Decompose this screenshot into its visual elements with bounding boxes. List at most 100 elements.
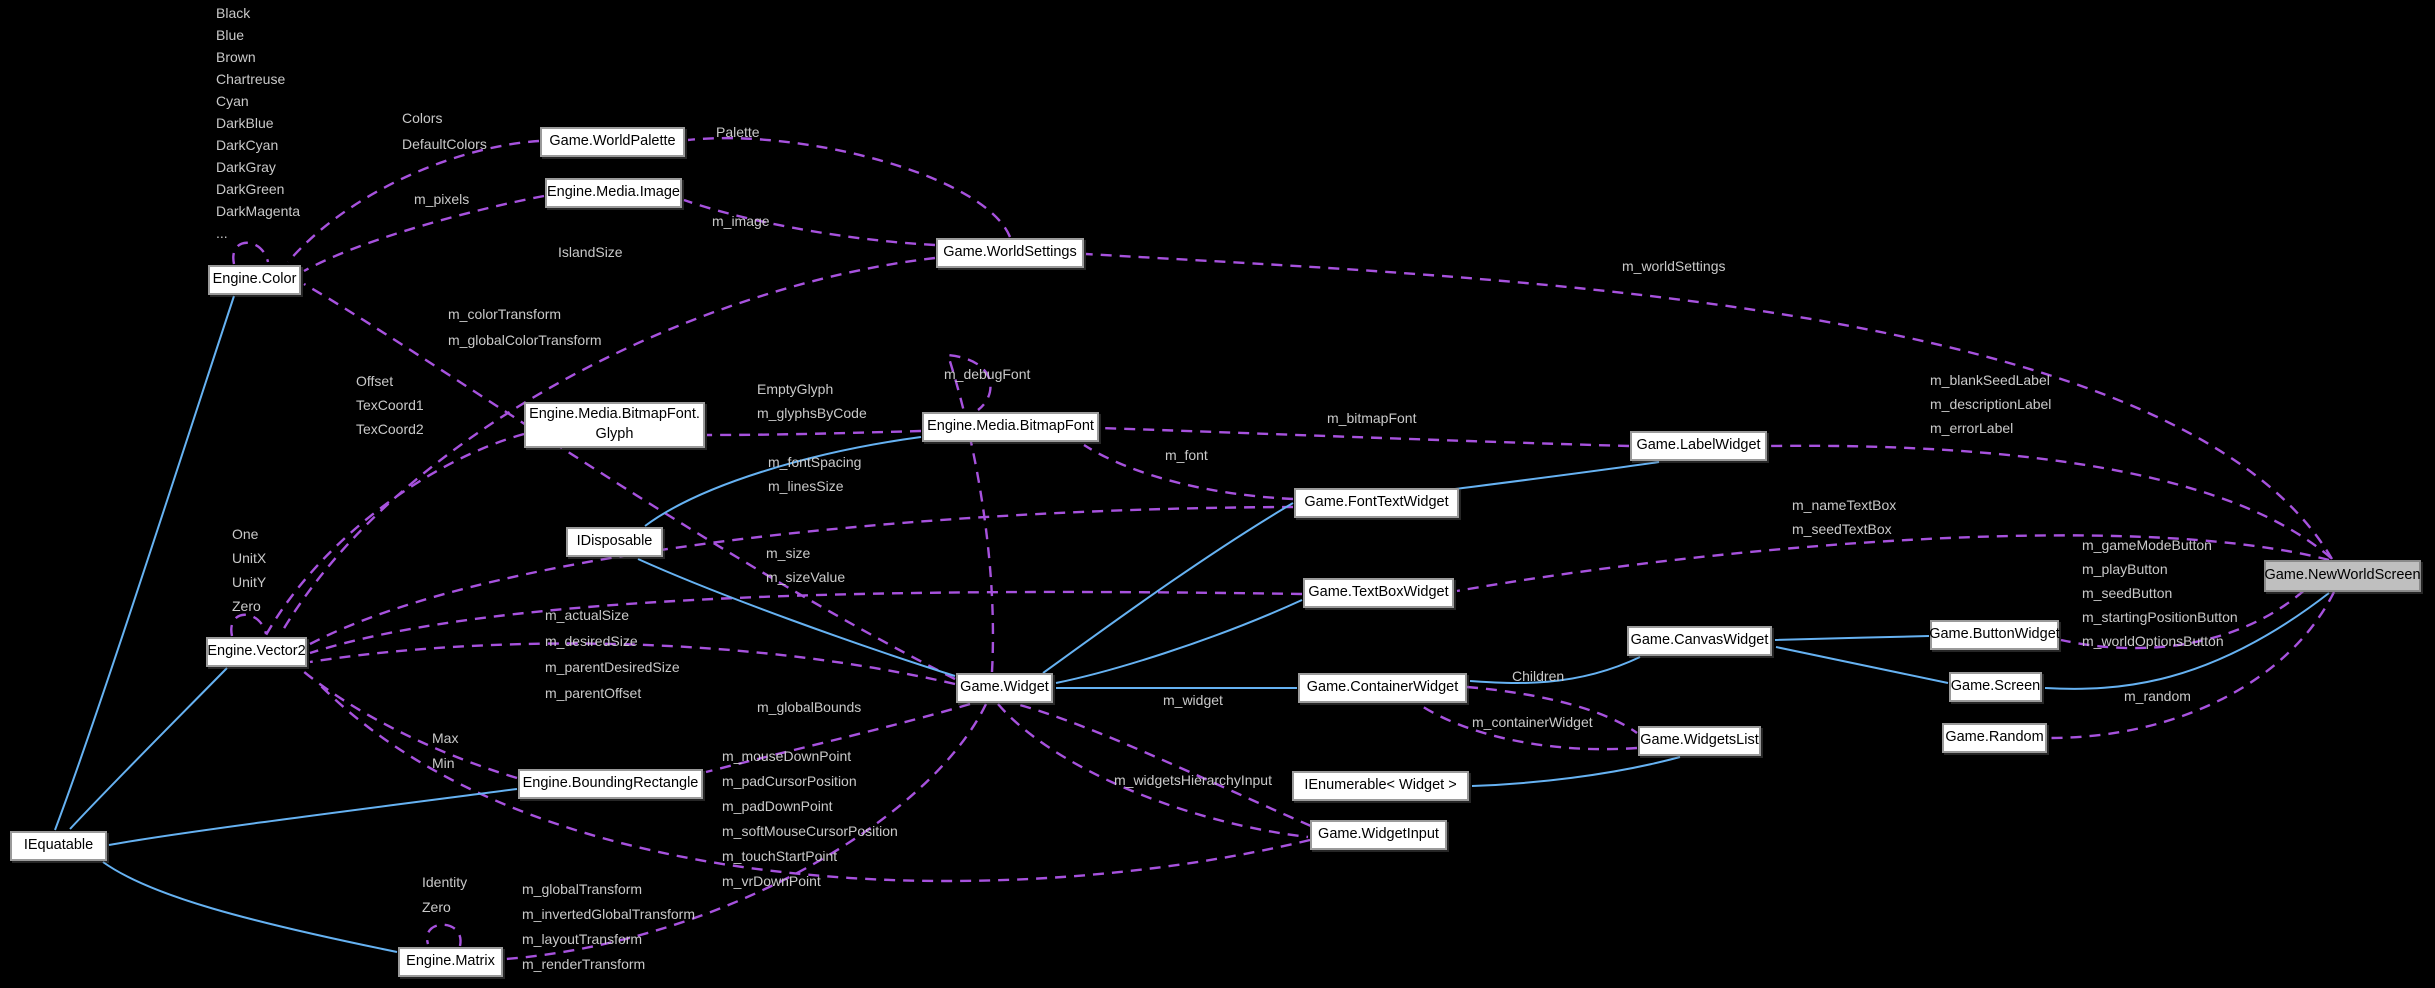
edge-label-line: m_parentDesiredSize [545,659,680,675]
edge-bounding-rectangle-to-iequatable [108,788,518,846]
edge-label-line: EmptyGlyph [757,381,834,397]
class-node-label: Game.Random [1945,729,2044,746]
edge-label-line: m_linesSize [768,478,844,494]
class-node-world-settings[interactable]: Game.WorldSettings [936,238,1084,268]
class-node-bitmap-font[interactable]: Engine.Media.BitmapFont [922,412,1099,442]
edge-label-widget-to-font-text-widget [1454,461,1660,490]
edge-new-world-screen-to-world-settings [1085,252,2334,560]
edge-widget-input-to-vector2 [316,681,1311,883]
edge-label-line: m_errorLabel [1930,420,2014,436]
class-node-font-text-widget[interactable]: Game.FontTextWidget [1294,488,1459,518]
edge-world-palette-to-engine-color [287,139,540,263]
edge-bitmap-font-to-bitmap-font-glyph [706,429,922,437]
class-node-label: Game.CanvasWidget [1630,632,1769,649]
edge-label-line: m_seedButton [2082,585,2173,601]
edge-label-line: ... [216,225,228,241]
edge-label-line: m_image [712,213,770,229]
class-node-label: Engine.Color [212,271,297,288]
class-node-media-image[interactable]: Engine.Media.Image [545,178,682,208]
edge-screen-to-canvas-widget [1775,646,1949,684]
class-node-vector2[interactable]: Engine.Vector2 [206,637,307,667]
class-node-canvas-widget[interactable]: Game.CanvasWidget [1627,626,1772,656]
class-node-widget-input[interactable]: Game.WidgetInput [1310,820,1447,850]
class-node-bounding-rectangle[interactable]: Engine.BoundingRectangle [518,769,703,799]
class-node-label-widget[interactable]: Game.LabelWidget [1630,431,1767,461]
edge-new-world-screen-to-screen [2044,592,2330,690]
edge-label-line: DarkCyan [216,137,279,153]
class-node-matrix[interactable]: Engine.Matrix [398,947,503,977]
edge-label-line: m_padDownPoint [722,798,833,814]
class-node-label: Game.NewWorldScreen [2264,567,2421,584]
edge-widget-to-engine-color [303,282,956,681]
edge-label-line: m_softMouseCursorPosition [722,823,898,839]
class-node-idisposable[interactable]: IDisposable [566,527,663,557]
class-node-iequatable[interactable]: IEquatable [10,831,107,861]
class-node-random[interactable]: Game.Random [1942,723,2047,753]
class-node-text-box-widget[interactable]: Game.TextBoxWidget [1303,578,1454,608]
class-node-widgets-list[interactable]: Game.WidgetsList [1638,726,1761,756]
edge-label-palette: Palette [716,124,760,146]
edge-label-line: TexCoord1 [356,397,424,413]
class-node-label: Engine.BoundingRectangle [522,775,699,792]
edge-new-world-screen-to-label-widget [1768,444,2332,559]
class-node-engine-color[interactable]: Engine.Color [208,265,301,295]
edge-widget-to-widget-input [997,703,1309,839]
edge-widget-input-to-widget [1019,703,1312,828]
edge-widget-to-vector2 [309,642,956,686]
edge-label-line: m_globalTransform [522,881,643,897]
edge-widget-to-idisposable [637,558,956,677]
edge-bitmap-font-to-idisposable [644,436,922,527]
class-node-screen[interactable]: Game.Screen [1949,672,2042,702]
edge-label-line: Cyan [216,93,249,109]
edge-label-line: m_invertedGlobalTransform [522,906,695,922]
edge-label-line: DarkMagenta [216,203,301,219]
edge-label-m-debug-font: m_debugFont [944,366,1030,388]
edge-label-line: m_vrDownPoint [722,873,821,889]
edge-label-line: m_worldSettings [1622,258,1726,274]
edge-label-line: Brown [216,49,256,65]
edge-label-line: Colors [402,110,443,126]
class-node-new-world-screen[interactable]: Game.NewWorldScreen [2264,560,2421,592]
edge-label-line: DarkGreen [216,181,285,197]
edge-world-settings-to-world-palette [687,136,1012,238]
edge-label-line: Children [1512,668,1565,684]
edge-label-line: Offset [356,373,394,389]
edge-label-line: Identity [422,874,468,890]
edge-label-island-size: IslandSize [558,244,623,266]
edge-font-text-widget-to-vector2 [309,505,1294,646]
class-node-button-widget[interactable]: Game.ButtonWidget [1929,620,2060,650]
class-node-ienumerable-widget[interactable]: IEnumerable< Widget > [1292,771,1469,801]
edge-label-line: m_widgetsHierarchyInput [1114,772,1272,788]
edge-label-matrix-transforms: m_globalTransform m_invertedGlobalTransfo… [522,881,695,981]
class-node-container-widget[interactable]: Game.ContainerWidget [1298,673,1467,703]
class-node-world-palette[interactable]: Game.WorldPalette [540,127,685,157]
class-node-widget[interactable]: Game.Widget [956,673,1053,703]
class-node-label: Game.WidgetInput [1318,826,1439,843]
class-node-label: Engine.Media.Image [547,184,680,201]
edge-label-line: m_colorTransform [448,306,562,322]
edge-label-m-bitmap-font: m_bitmapFont [1327,410,1416,432]
edge-label-line: One [232,526,259,542]
edge-label-line: m_random [2124,688,2191,704]
class-node-bitmap-font-glyph[interactable]: Engine.Media.BitmapFont.Glyph [524,402,705,448]
edge-label-line: Min [432,755,455,771]
edge-matrix-to-iequatable [102,861,398,953]
edge-new-world-screen-to-text-box-widget [1456,534,2330,593]
edge-label-line: m_containerWidget [1472,714,1593,730]
edge-widget-to-bounding-rectangle [705,702,971,774]
edge-label-m-pixels: m_pixels [414,191,469,213]
class-node-label: Game.LabelWidget [1636,437,1761,454]
edge-text-box-widget-to-vector2 [309,590,1303,655]
